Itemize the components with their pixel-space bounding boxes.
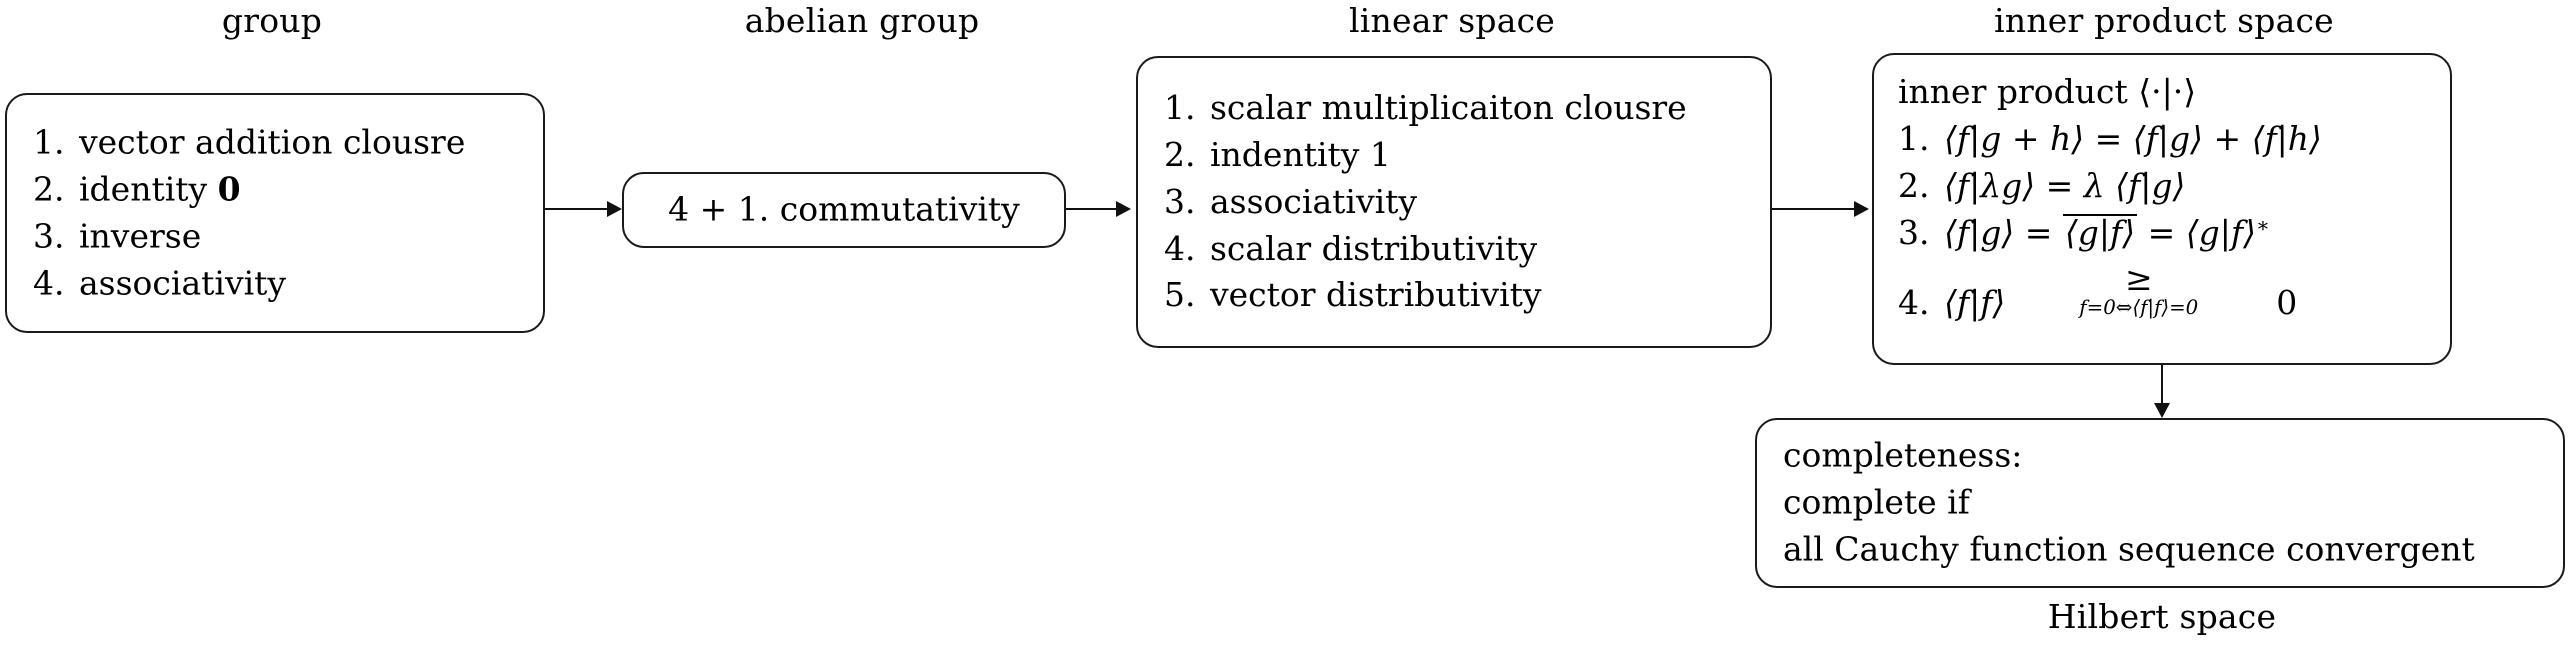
list-marker: 3. [1164,181,1196,221]
axiom4-geq-symbol: ≥ [2124,259,2153,299]
list-item: 1. vector addition clousre [33,119,529,166]
list-marker: 2. [1164,134,1196,174]
arrowhead-right-icon [1116,201,1131,217]
list-text: scalar distributivity [1210,228,1538,268]
list-item: 1. scalar multiplicaiton clousre [1164,85,1756,132]
node-inner-product-space-body: inner product ⟨·|·⟩ 1. ⟨f|g + h⟩ = ⟨f|g⟩ … [1898,69,2436,327]
node-hilbert-space-body: completeness: complete if all Cauchy fun… [1783,433,2549,574]
list-text: identity [79,169,218,209]
connector-abelian-group-to-linear-space [1066,208,1118,211]
axiom-conjugate-symmetry: 3.⟨f|g⟩ = ⟨g|f⟩ = ⟨g|f⟩∗ [1898,210,2436,257]
list-marker: 2. [33,169,65,209]
inner-product-header: inner product ⟨·|·⟩ [1898,69,2436,116]
arrowhead-down-icon [2154,403,2170,418]
connector-inner-product-space-to-hilbert-space [2161,365,2164,405]
axiom2-lhs: ⟨f|λg⟩ [1944,165,2036,205]
hilbert-line: complete if [1783,482,1970,522]
caption-hilbert-space: Hilbert space [2047,597,2277,636]
arrowhead-right-icon [1854,201,1869,217]
list-item: 2. identity 0 [33,166,529,213]
list-text: inverse [79,216,202,255]
axiom4-relation-stack: ≥f=0⇔⟨f|f⟩=0 [2079,256,2198,319]
list-text: vector addition clousre [79,122,466,162]
list-marker: 4. [33,262,65,302]
node-linear-space[interactable]: 1. scalar multiplicaiton clousre 2. indent… [1136,56,1772,348]
axiom3-lhs: ⟨f|g⟩ [1944,212,2015,252]
axiom3-equals-2: = [2147,212,2176,252]
axiom3-star-symbol: ∗ [2255,212,2270,237]
node-inner-product-space[interactable]: inner product ⟨·|·⟩ 1. ⟨f|g + h⟩ = ⟨f|g⟩ … [1872,53,2452,365]
list-text: scalar multiplicaiton clousre [1210,87,1687,127]
list-marker: 3. [33,216,65,255]
axiom4-equality-condition: f=0⇔⟨f|f⟩=0 [2079,296,2199,320]
list-item: 2. indentity 1 [1164,132,1756,179]
axiom4-lhs: ⟨f|f⟩ [1944,283,2006,323]
inner-product-bracket-symbol: ⟨·|·⟩ [2138,72,2197,111]
node-hilbert-space[interactable]: completeness: complete if all Cauchy fun… [1755,418,2565,588]
list-item: 4. associativity [33,260,529,307]
list-text: vector distributivity [1210,275,1542,315]
list-item: 3. associativity [1164,179,1756,226]
list-marker: 4. [1898,283,1930,323]
caption-group: group [221,1,323,40]
node-abelian-group-body: 4 + 1. commutativity [624,187,1064,234]
identity-zero-symbol: 0 [217,169,241,209]
arrowhead-right-icon [607,201,622,217]
axiom2-rhs: λ ⟨f|g⟩ [2083,165,2186,205]
axiom-positive-definiteness: 4. ⟨f|f⟩ ≥f=0⇔⟨f|f⟩=0 0 [1898,256,2436,327]
axiom3-conjugate-overline: ⟨g|f⟩ [2062,212,2138,252]
connector-group-to-abelian-group [545,208,609,211]
list-item: 5. vector distributivity [1164,272,1756,319]
axiom1-lhs: ⟨f|g + h⟩ [1944,118,2085,158]
list-item: 3. inverse [33,213,529,260]
axiom4-rhs: 0 [2276,283,2298,323]
axiom3-rhs: ⟨g|f⟩ [2185,212,2256,252]
list-marker: 1. [33,122,65,162]
axiom-linearity: 1. ⟨f|g + h⟩ = ⟨f|g⟩ + ⟨f|h⟩ [1898,116,2436,163]
axiom3-equals-1: = [2024,212,2053,252]
inner-product-header-text: inner product [1898,72,2139,111]
caption-inner-product-space: inner product space [1994,1,2334,40]
axiom2-equals: = [2045,165,2074,205]
list-marker: 3. [1898,212,1930,252]
list-text: associativity [79,262,287,302]
list-marker: 1. [1898,118,1930,158]
list-item: 4. scalar distributivity [1164,225,1756,272]
list-marker: 5. [1164,275,1196,315]
list-text: indentity 1 [1210,134,1391,174]
hilbert-line: all Cauchy function sequence convergent [1783,529,2475,569]
axiom1-rhs: ⟨f|g⟩ + ⟨f|h⟩ [2132,118,2322,158]
list-marker: 4. [1164,228,1196,268]
list-text: associativity [1210,181,1418,221]
hilbert-line: completeness: [1783,435,2023,475]
connector-linear-space-to-inner-product-space [1772,208,1856,211]
caption-abelian-group: abelian group [744,1,980,40]
list-marker: 2. [1898,165,1930,205]
list-marker: 1. [1164,87,1196,127]
node-group[interactable]: 1. vector addition clousre 2. identity 0 3… [5,93,545,333]
axiom1-equals: = [2094,118,2123,158]
node-group-body: 1. vector addition clousre 2. identity 0 3… [33,119,529,306]
axiom-homogeneity: 2. ⟨f|λg⟩ = λ ⟨f|g⟩ [1898,163,2436,210]
abelian-group-text: 4 + 1. commutativity [668,189,1020,229]
caption-linear-space: linear space [1349,1,1555,40]
node-abelian-group[interactable]: 4 + 1. commutativity [622,172,1066,248]
node-linear-space-body: 1. scalar multiplicaiton clousre 2. indent… [1164,85,1756,319]
